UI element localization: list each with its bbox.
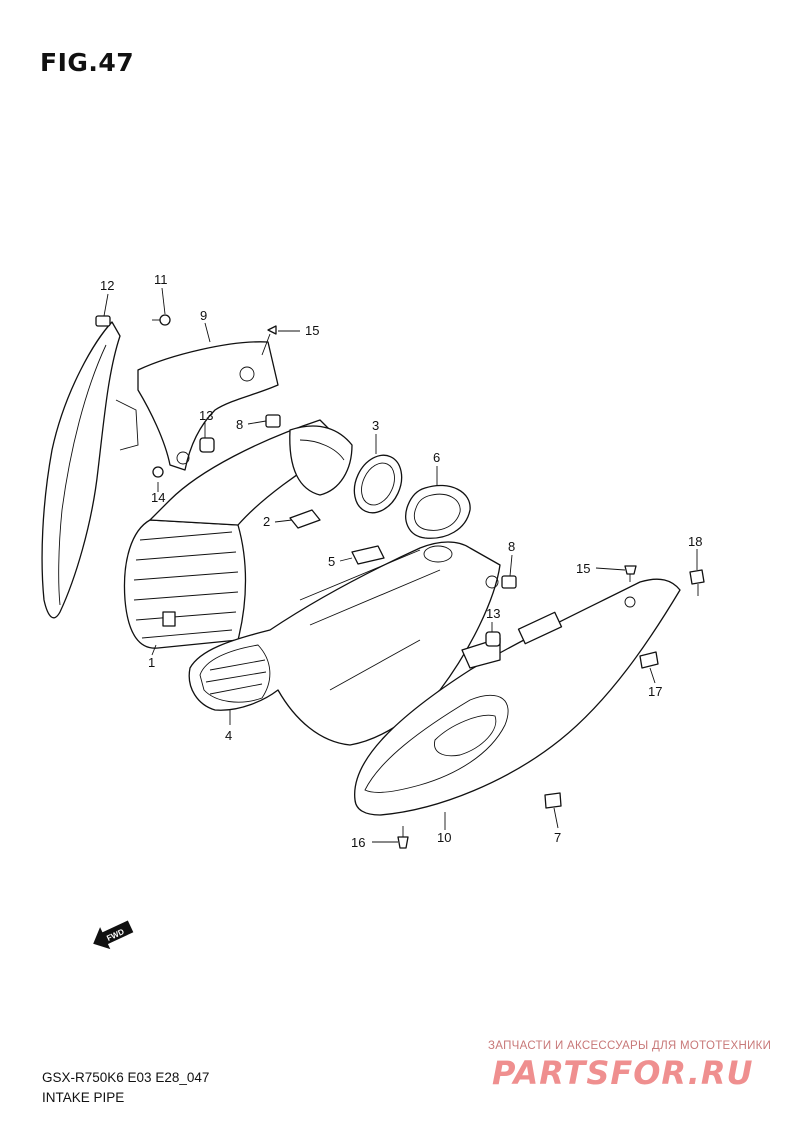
part-6-seal: [405, 484, 471, 539]
callout-6: 6: [433, 450, 440, 465]
callout-16: 16: [351, 835, 365, 850]
part-4-right-intake-duct: [188, 541, 501, 746]
callout-11: 11: [154, 272, 168, 287]
part-2-pad: [289, 509, 321, 529]
callout-10: 10: [437, 830, 451, 845]
part-15-screw-lower: [624, 565, 637, 582]
callout-14: 14: [151, 490, 165, 505]
callout-4: 4: [225, 728, 232, 743]
callout-17: 17: [648, 684, 662, 699]
part-14-nut: [152, 466, 164, 478]
part-1-left-intake-duct: [41, 321, 353, 649]
part-8-clip-lower: [501, 575, 517, 589]
part-11-bolt: [152, 314, 171, 326]
part-7-clip: [544, 792, 562, 809]
callout-13-upper: 13: [199, 408, 213, 423]
callout-3: 3: [372, 418, 379, 433]
footer-model-code: GSX-R750K6 E03 E28_047: [42, 1070, 210, 1085]
callout-labels: 12 11 9 15 13 8 14 3 6 2 5 8 1 13 4 15 1…: [100, 272, 702, 850]
figure-title: FIG.47: [40, 48, 135, 77]
callout-15-upper: 15: [305, 323, 319, 338]
part-12-grommet: [95, 315, 111, 327]
callout-13-lower: 13: [486, 606, 500, 621]
callout-12: 12: [100, 278, 114, 293]
callout-8-upper: 8: [236, 417, 243, 432]
part-13-grommet-lower: [485, 631, 501, 647]
watermark-tagline: ЗАПЧАСТИ И АКСЕССУАРЫ ДЛЯ МОТОТЕХНИКИ: [488, 1040, 772, 1052]
part-3-ring: [353, 454, 403, 514]
callout-15-lower: 15: [576, 561, 590, 576]
callout-9: 9: [200, 308, 207, 323]
callout-5: 5: [328, 554, 335, 569]
part-8-clip-upper: [265, 414, 281, 428]
part-17-clip: [639, 651, 659, 669]
callout-2: 2: [263, 514, 270, 529]
footer-section-name: INTAKE PIPE: [42, 1090, 125, 1105]
part-16-screw: [397, 826, 409, 849]
callout-8-lower: 8: [508, 539, 515, 554]
fwd-label: FWD: [105, 927, 126, 943]
part-9-intake-bracket: [137, 341, 279, 471]
callout-1: 1: [148, 655, 155, 670]
part-13-grommet-upper: [199, 437, 215, 453]
part-18-bolt: [689, 569, 705, 596]
callout-18: 18: [688, 534, 702, 549]
callout-7: 7: [554, 830, 561, 845]
watermark-logo: PARTSFOR.RU: [492, 1054, 754, 1092]
leader-lines: [103, 287, 698, 843]
part-5-pad: [351, 545, 385, 565]
part-15-screw-upper: [261, 325, 277, 356]
forward-arrow-icon: FWD: [93, 920, 134, 950]
